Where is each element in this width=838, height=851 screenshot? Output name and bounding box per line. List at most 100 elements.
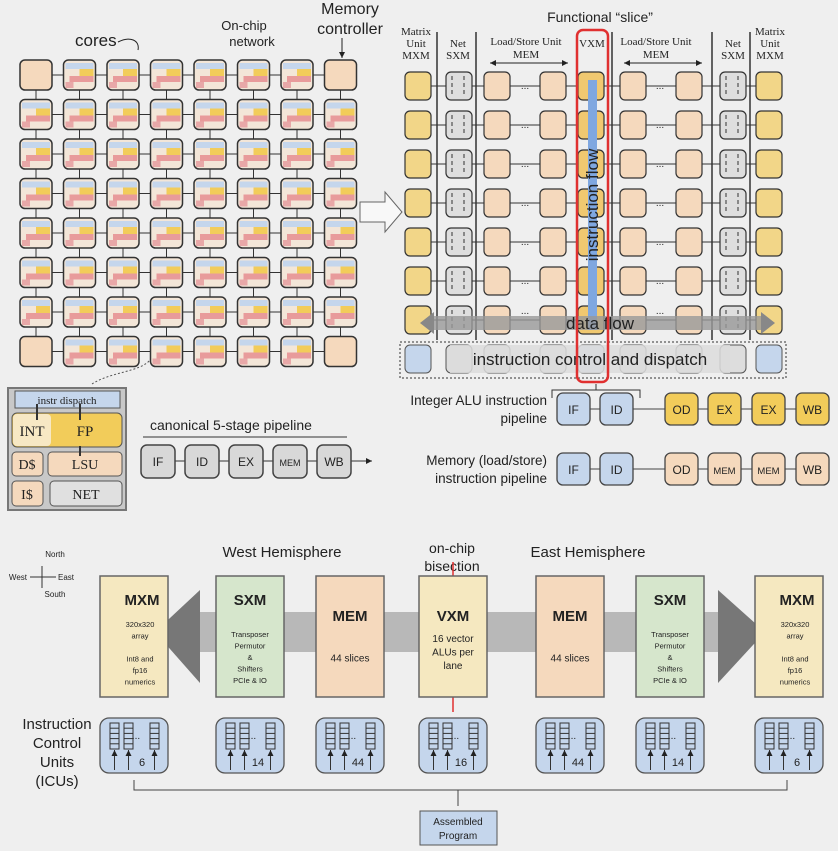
core-fp (297, 266, 311, 275)
stage-label: ID (611, 463, 623, 477)
core-dispatch (152, 142, 181, 148)
mem-cell (619, 188, 647, 218)
unit-desc: fp16 (133, 666, 148, 675)
core-lsu (113, 352, 137, 359)
dcache-block (11, 451, 44, 477)
core (193, 138, 227, 170)
core-cache (22, 240, 30, 246)
mxm-cell (755, 227, 783, 257)
core-fp (297, 187, 311, 196)
icu-box (99, 717, 169, 774)
mxm-cell (755, 149, 783, 179)
data-flow-label: data flow (566, 314, 635, 333)
core-cache (65, 82, 74, 88)
program-label: Assembled (433, 817, 482, 828)
core (106, 335, 140, 368)
core (193, 217, 227, 249)
unit-desc: Permutor (235, 642, 266, 651)
memory-label-1: Memory (321, 1, 379, 18)
net-block (49, 480, 123, 507)
pipeline-label: Memory (load/store) (426, 453, 547, 468)
core-fp (166, 306, 181, 314)
core-fp (253, 108, 268, 117)
core-lsu (287, 76, 311, 82)
core-dispatch (283, 300, 311, 306)
core-dispatch (283, 181, 311, 188)
ellipsis: ... (656, 159, 664, 170)
core (149, 335, 184, 368)
core-dispatch (196, 63, 224, 69)
core-cache (65, 161, 74, 167)
core (280, 59, 314, 91)
core-fp (123, 187, 137, 196)
sxm-cell (719, 71, 747, 101)
core-fp (340, 148, 355, 156)
core-cache (326, 240, 335, 246)
core-dispatch (65, 102, 94, 109)
core-fp (166, 69, 181, 77)
core-lsu (113, 115, 137, 122)
mem-cell (539, 149, 567, 179)
mem-cell (483, 71, 511, 101)
unit-desc: ALUs per (432, 648, 474, 659)
core-dispatch (196, 300, 224, 306)
ellipsis: ... (521, 306, 529, 317)
core-cache (152, 161, 161, 167)
core (62, 98, 97, 131)
stage-box (599, 452, 634, 486)
core-cache (152, 319, 161, 325)
icu-box (418, 717, 488, 774)
core-dispatch (152, 260, 181, 267)
core (62, 335, 97, 368)
core-cache (326, 319, 335, 325)
dcache-label: D$ (18, 458, 35, 473)
core-fp (36, 227, 50, 235)
core-fp (36, 187, 50, 196)
core-dispatch (109, 102, 137, 109)
ellipsis: ... (521, 198, 529, 209)
core-dispatch (326, 181, 355, 188)
pipeline-label: instruction pipeline (435, 471, 547, 486)
icu-count: 6 (794, 757, 800, 769)
core (106, 59, 140, 91)
core-lsu (156, 352, 181, 359)
core-dispatch (326, 300, 355, 306)
pipeline-label: Integer ALU instruction (410, 393, 547, 408)
cores-pointer (117, 38, 139, 51)
stage-box (795, 452, 830, 486)
core-lsu (156, 234, 181, 240)
core-fp (79, 345, 94, 354)
core-fp (166, 266, 181, 275)
core-lsu (243, 273, 268, 280)
core-lsu (243, 115, 268, 122)
core-dispatch (239, 181, 268, 188)
core (149, 98, 184, 131)
sxm-cell (445, 266, 473, 296)
sxm-cell (445, 227, 473, 257)
icu-mem: ...44 (315, 717, 385, 774)
core-fp (210, 227, 224, 235)
core (62, 138, 97, 170)
unit-desc: 16 vector (432, 634, 474, 645)
core (19, 217, 53, 249)
mem-cell (675, 149, 703, 179)
stage-label: MEM (280, 458, 301, 468)
core (193, 59, 227, 91)
core-lsu (26, 313, 50, 319)
column-header-mxm: Unit (406, 38, 426, 50)
core-detail: instr dispatch INT FP D$ LSU I$ NET (7, 387, 127, 511)
core-fp (79, 187, 94, 196)
core (323, 98, 358, 131)
icu-mxm: ...6 (99, 717, 169, 774)
column-header-mem: MEM (513, 49, 540, 61)
core-fp (166, 345, 181, 354)
core (106, 256, 140, 289)
core-dispatch (22, 102, 50, 109)
network-label-1: On-chip (221, 18, 267, 33)
stage-label: IF (153, 455, 164, 469)
sxm-cell (719, 227, 747, 257)
core-lsu (26, 115, 50, 122)
core-cache (65, 121, 74, 128)
